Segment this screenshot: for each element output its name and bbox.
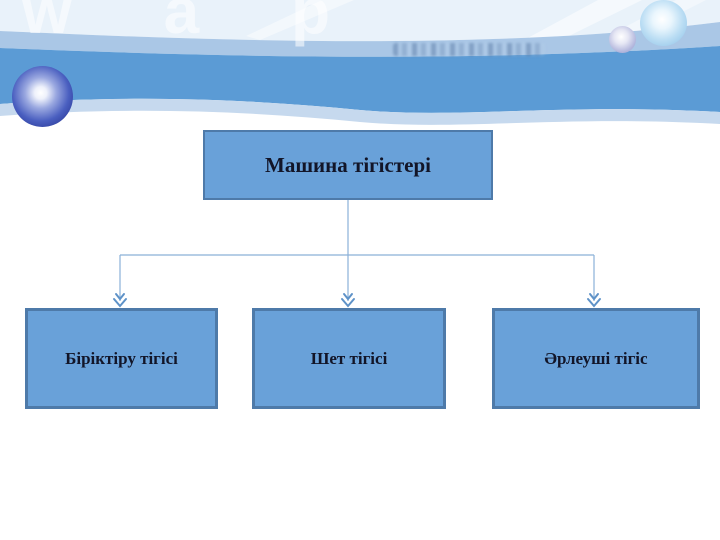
wave-pale-bottom-band xyxy=(0,98,720,125)
light-ray xyxy=(498,0,642,62)
wave-blue-band xyxy=(0,46,720,113)
arrowhead-icon xyxy=(343,293,353,301)
node-root: Машина тігістері xyxy=(203,130,493,200)
arrowhead-icon xyxy=(587,298,601,308)
node-child-2: Шет тігісі xyxy=(252,308,446,409)
node-child-2-label: Шет тігісі xyxy=(310,348,388,368)
wave-pale-top-band xyxy=(0,22,720,57)
arrowhead-icon xyxy=(341,298,355,308)
decorative-sphere-dark-icon xyxy=(12,66,73,127)
node-child-3-label: Әрлеуші тігіс xyxy=(544,348,648,368)
watermark-letters: w a p xyxy=(22,0,365,47)
node-child-3: Әрлеуші тігіс xyxy=(492,308,700,409)
wave-bands-graphic xyxy=(0,0,720,125)
node-child-1: Біріктіру тігісі xyxy=(25,308,218,409)
light-ray xyxy=(576,0,706,60)
node-root-label: Машина тігістері xyxy=(265,152,431,177)
header-decoration: w a p xyxy=(0,0,720,150)
node-child-1-label: Біріктіру тігісі xyxy=(65,348,178,368)
decorative-sphere-light-icon xyxy=(640,0,687,46)
decorative-sphere-purple-icon xyxy=(609,26,636,53)
arrowhead-icon xyxy=(589,293,599,301)
sky-region xyxy=(0,0,720,42)
light-ray xyxy=(246,0,354,40)
arrowhead-icon xyxy=(115,293,125,301)
blurred-text-decoration xyxy=(393,43,545,56)
arrowhead-icon xyxy=(113,298,127,308)
